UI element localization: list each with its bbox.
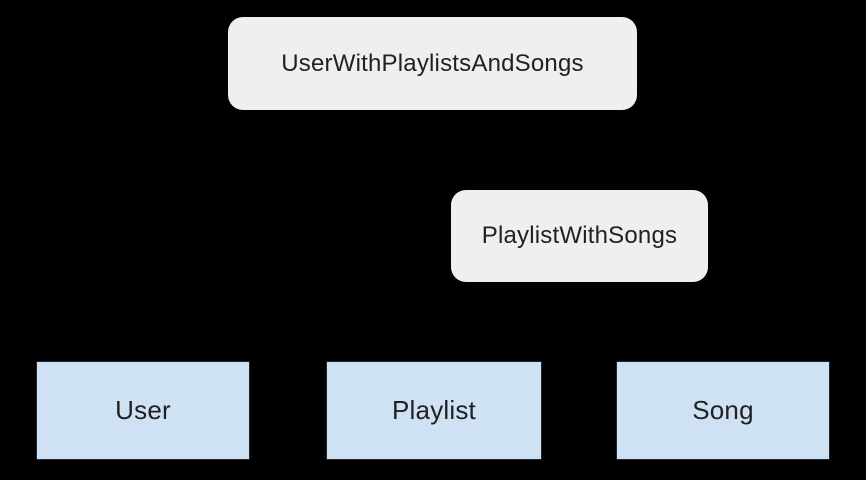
node-playlist: Playlist <box>326 361 542 460</box>
node-label-user: User <box>115 395 171 425</box>
node-song: Song <box>616 361 830 460</box>
node-user-with-playlists-and-songs: UserWithPlaylistsAndSongs <box>228 17 637 110</box>
node-user: User <box>36 361 250 460</box>
node-playlist-with-songs: PlaylistWithSongs <box>451 190 708 282</box>
node-label-playlist-with-songs: PlaylistWithSongs <box>481 222 678 249</box>
node-label-user-with-playlists-and-songs: UserWithPlaylistsAndSongs <box>281 49 584 77</box>
node-label-song: Song <box>692 395 754 425</box>
node-label-playlist: Playlist <box>392 395 476 425</box>
